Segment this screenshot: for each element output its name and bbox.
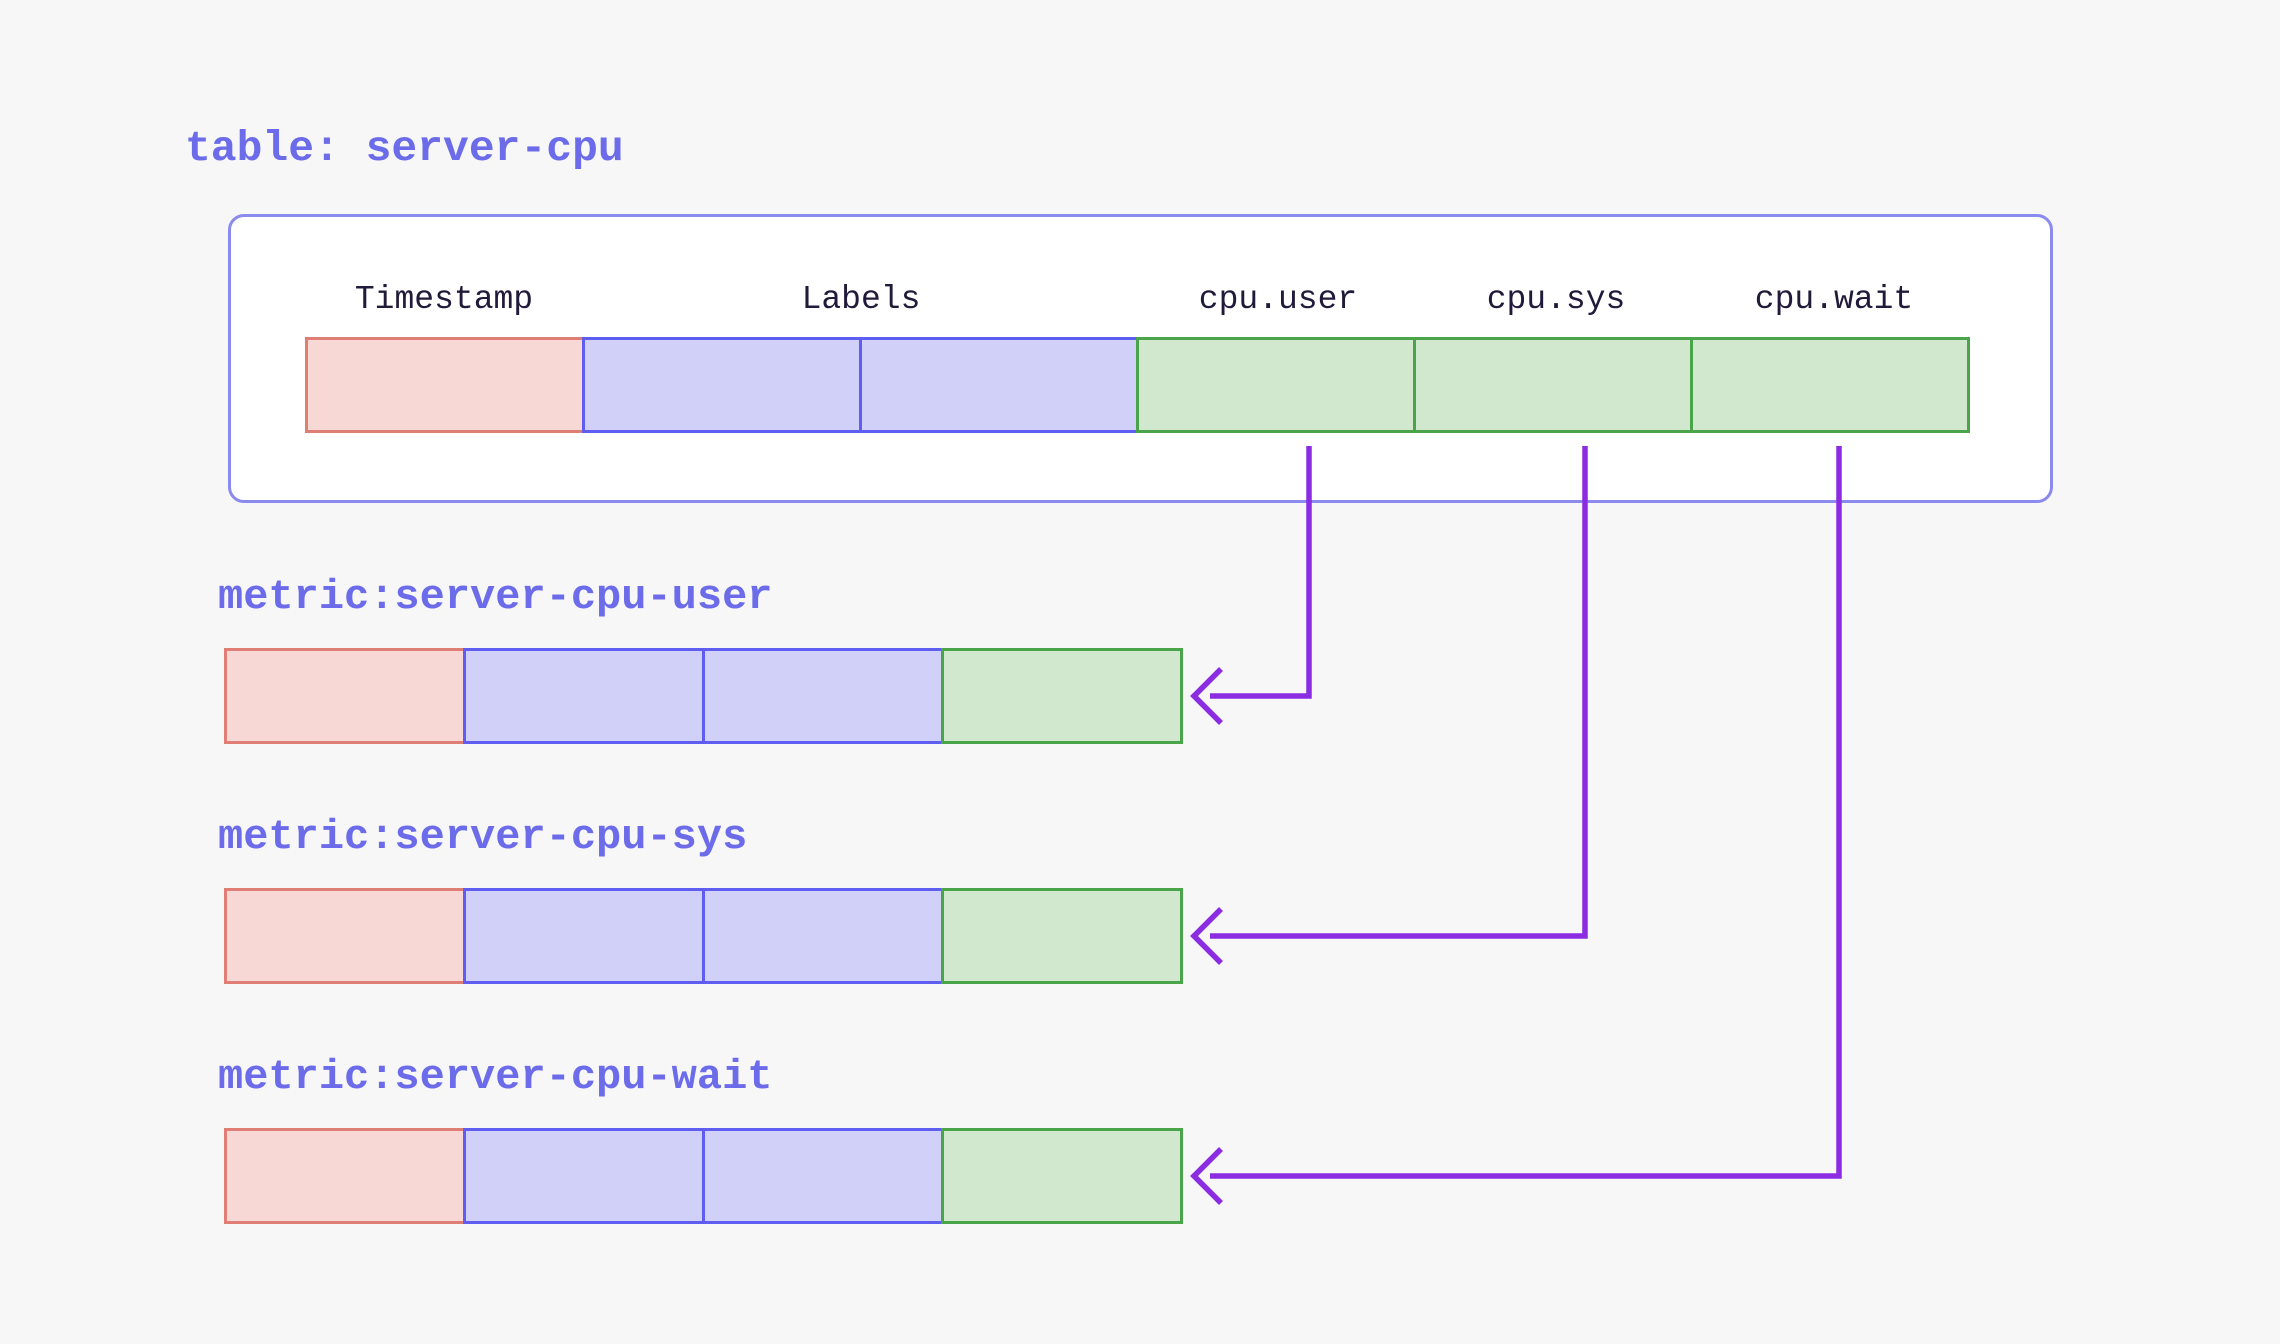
- cpu-wait-cell: [1690, 337, 1970, 433]
- value-cell: [941, 648, 1183, 744]
- value-cell: [941, 1128, 1183, 1224]
- arrow-cpu-sys-to-metric: [1190, 446, 1588, 965]
- column-header-cpu-user: cpu.user: [1198, 281, 1358, 318]
- table-title: table: server-cpu: [185, 124, 624, 173]
- metric-title-user: metric:server-cpu-user: [218, 573, 773, 621]
- labels-cell-1: [463, 888, 705, 984]
- cpu-user-cell: [1136, 337, 1416, 433]
- labels-cell-2: [702, 1128, 944, 1224]
- metric-title-sys: metric:server-cpu-sys: [218, 813, 748, 861]
- metric-row-wait: [224, 1128, 1183, 1224]
- cpu-sys-cell: [1413, 337, 1693, 433]
- table-row: [305, 337, 1970, 433]
- timestamp-cell: [224, 648, 466, 744]
- value-cell: [941, 888, 1183, 984]
- labels-cell-2: [859, 337, 1139, 433]
- arrow-cpu-wait-to-metric: [1190, 446, 1842, 1205]
- column-header-cpu-sys: cpu.sys: [1486, 281, 1626, 318]
- metric-row-user: [224, 648, 1183, 744]
- labels-cell-1: [463, 648, 705, 744]
- timestamp-cell: [305, 337, 585, 433]
- timestamp-cell: [224, 888, 466, 984]
- column-header-labels: Labels: [801, 281, 921, 318]
- labels-cell-2: [702, 648, 944, 744]
- metric-row-sys: [224, 888, 1183, 984]
- column-header-cpu-wait: cpu.wait: [1754, 281, 1914, 318]
- column-header-timestamp: Timestamp: [354, 281, 534, 318]
- labels-cell-1: [582, 337, 862, 433]
- timestamp-cell: [224, 1128, 466, 1224]
- labels-cell-2: [702, 888, 944, 984]
- labels-cell-1: [463, 1128, 705, 1224]
- metric-title-wait: metric:server-cpu-wait: [218, 1053, 773, 1101]
